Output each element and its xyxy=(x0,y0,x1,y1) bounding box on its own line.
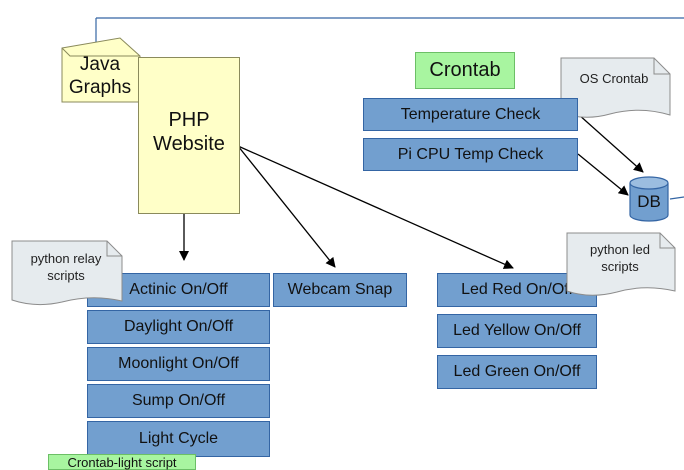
relay-sump-button[interactable]: Sump On/Off xyxy=(87,384,270,418)
php-website-box xyxy=(138,57,240,214)
python-led-scripts-label: python led scripts xyxy=(590,242,650,274)
arrow-cpu-db xyxy=(577,153,629,196)
db-right-line xyxy=(669,196,684,200)
crontab-label: Crontab xyxy=(415,52,515,89)
php-website-label: PHP Website xyxy=(153,109,225,155)
java-graphs-label: Java Graphs xyxy=(68,54,132,98)
led-green-button[interactable]: Led Green On/Off xyxy=(437,355,597,389)
db-label: DB xyxy=(637,192,661,211)
webcam-snap-button[interactable]: Webcam Snap xyxy=(273,273,407,307)
crontab-light-script-label: Crontab-light script xyxy=(48,454,196,470)
task-temperature-check[interactable]: Temperature Check xyxy=(363,98,578,131)
led-yellow-button[interactable]: Led Yellow On/Off xyxy=(437,314,597,348)
light-cycle-button[interactable]: Light Cycle xyxy=(87,421,270,457)
db-cylinder xyxy=(629,176,669,222)
task-pi-cpu-temp-check[interactable]: Pi CPU Temp Check xyxy=(363,138,578,171)
relay-moonlight-button[interactable]: Moonlight On/Off xyxy=(87,347,270,381)
arrow-php-led xyxy=(237,145,514,269)
os-crontab-label: OS Crontab xyxy=(579,71,649,86)
arrow-oscrontab-db xyxy=(577,113,644,173)
python-relay-scripts-label: python relay scripts xyxy=(30,251,102,283)
relay-daylight-button[interactable]: Daylight On/Off xyxy=(87,310,270,344)
arrow-php-webcam xyxy=(237,145,336,268)
